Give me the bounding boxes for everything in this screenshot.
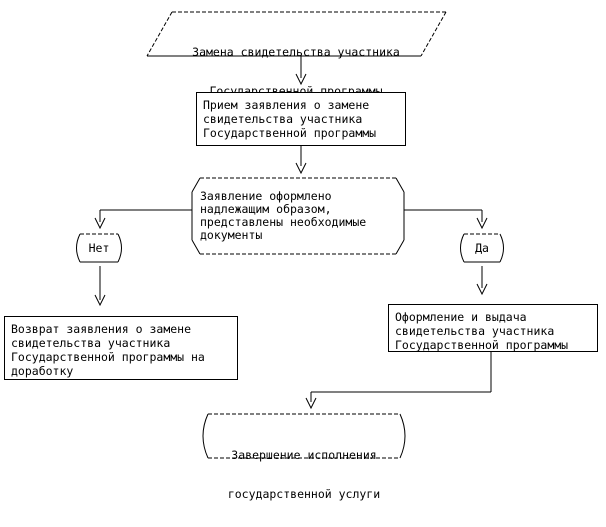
return-line-3: Государственной программы на	[11, 350, 205, 364]
step1-line-3: Государственной программы	[203, 126, 377, 140]
yes-label: Да	[475, 241, 489, 255]
step1-line-1: Прием заявления о замене	[203, 98, 370, 112]
no-label-shape	[76, 233, 122, 263]
return-line-1: Возврат заявления о замене	[11, 322, 192, 336]
flowchart: Замена свидетельства участника Государст…	[4, 11, 598, 501]
decision-line-3: представлены необходимые	[200, 215, 367, 229]
yes-label-shape	[460, 233, 504, 263]
return-line-4: доработку	[11, 364, 74, 378]
decision-node: Заявление оформлено надлежащим образом, …	[200, 190, 396, 242]
decision-line-2: надлежащим образом,	[200, 202, 332, 216]
end-node-shape	[202, 413, 406, 459]
step-receive-application: Прием заявления о замене свидетельства у…	[196, 92, 406, 146]
issue-line-2: свидетельства участника	[395, 324, 555, 338]
return-line-2: свидетельства участника	[11, 336, 171, 350]
end-node: Завершение исполнения государственной ус…	[208, 423, 400, 527]
step-return-application: Возврат заявления о замене свидетельства…	[4, 316, 238, 380]
issue-line-1: Оформление и выдача	[395, 310, 527, 324]
start-node-shape	[146, 11, 447, 57]
decision-line-1: Заявление оформлено	[200, 189, 332, 203]
end-line-2: государственной услуги	[227, 487, 381, 501]
start-line-1: Замена свидетельства участника	[192, 45, 400, 59]
decision-shape	[191, 177, 405, 255]
arrow-issue-to-end	[305, 352, 492, 410]
connector-layer	[76, 11, 504, 459]
branch-yes-connector	[404, 209, 488, 296]
arrow-start-to-step1	[295, 56, 307, 86]
step-issue-certificate: Оформление и выдача свидетельства участн…	[388, 304, 598, 352]
step1-line-2: свидетельства участника	[203, 112, 363, 126]
arrow-step1-to-decision	[295, 146, 307, 175]
end-line-1: Завершение исполнения	[231, 448, 377, 462]
branch-no-connector	[94, 209, 192, 307]
no-label: Нет	[88, 241, 110, 255]
decision-line-4: документы	[200, 228, 263, 242]
issue-line-3: Государственной программы	[395, 338, 569, 352]
